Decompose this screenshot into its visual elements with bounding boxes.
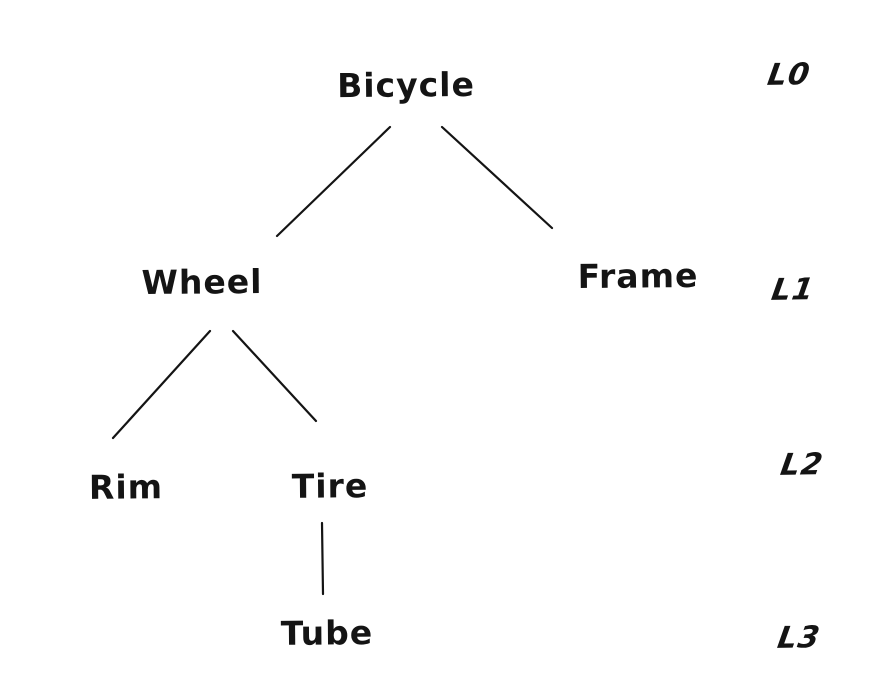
node-tube: Tube — [280, 613, 374, 653]
node-rim: Rim — [88, 467, 164, 507]
edge-wheel-tire — [231, 329, 318, 423]
level-label-l1: L1 — [769, 272, 817, 308]
level-label-l0: L0 — [765, 57, 813, 93]
level-label-l3: L3 — [775, 620, 823, 656]
node-tire: Tire — [291, 466, 369, 506]
node-bicycle: Bicycle — [336, 64, 476, 106]
node-wheel: Wheel — [141, 261, 263, 303]
level-label-l2: L2 — [778, 447, 826, 483]
node-frame: Frame — [577, 255, 699, 297]
edge-bicycle-frame — [440, 125, 554, 230]
edge-bicycle-wheel — [275, 125, 392, 238]
edge-tire-tube — [320, 521, 325, 596]
edge-wheel-rim — [111, 329, 212, 440]
